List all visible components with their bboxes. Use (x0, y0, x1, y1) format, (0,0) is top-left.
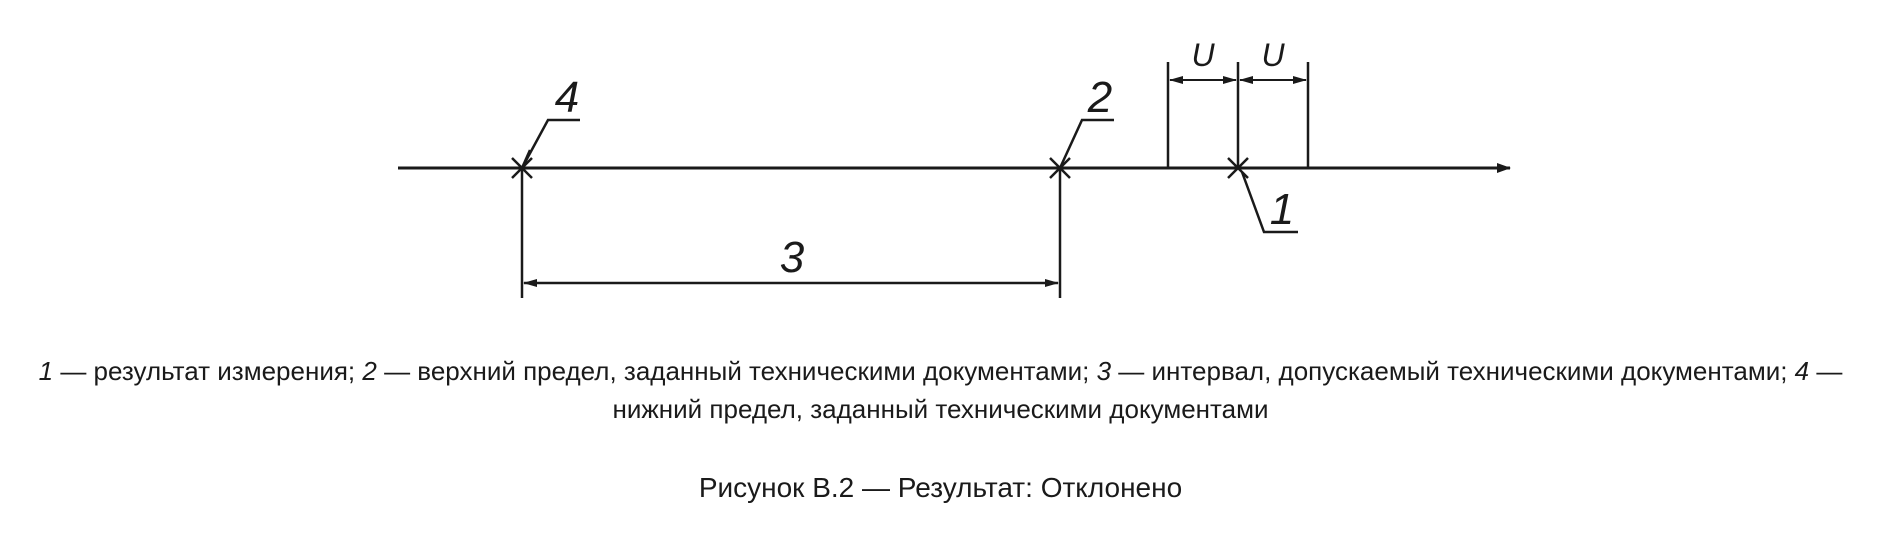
figure-legend: 1 — результат измерения; 2 — верхний пре… (0, 352, 1881, 428)
uncertainty-right-label: U (1261, 37, 1285, 73)
legend-item-2: 2 — верхний предел, заданный техническим… (362, 356, 1097, 386)
interval-label: 3 (780, 233, 805, 282)
figure-caption: Рисунок В.2 — Результат: Отклонено (698, 472, 1183, 503)
upper-limit-label: 2 (1087, 73, 1112, 122)
lower-limit-leader (520, 118, 580, 169)
lower-limit-label: 4 (555, 73, 579, 122)
measurement-result-label: 1 (1270, 185, 1294, 234)
measurement-result-leader (1240, 171, 1298, 234)
legend-item-3: 3 — интервал, допускаемый техническими д… (1096, 356, 1795, 386)
legend-item-1: 1 — результат измерения; (38, 356, 363, 386)
acceptance-diagram: 3 4 2 U U 1 (398, 37, 1511, 298)
legend-item-4: 4 — нижний предел, заданный техническими… (612, 356, 1843, 424)
uncertainty-left-label: U (1191, 37, 1215, 73)
upper-limit-leader (1058, 118, 1114, 169)
